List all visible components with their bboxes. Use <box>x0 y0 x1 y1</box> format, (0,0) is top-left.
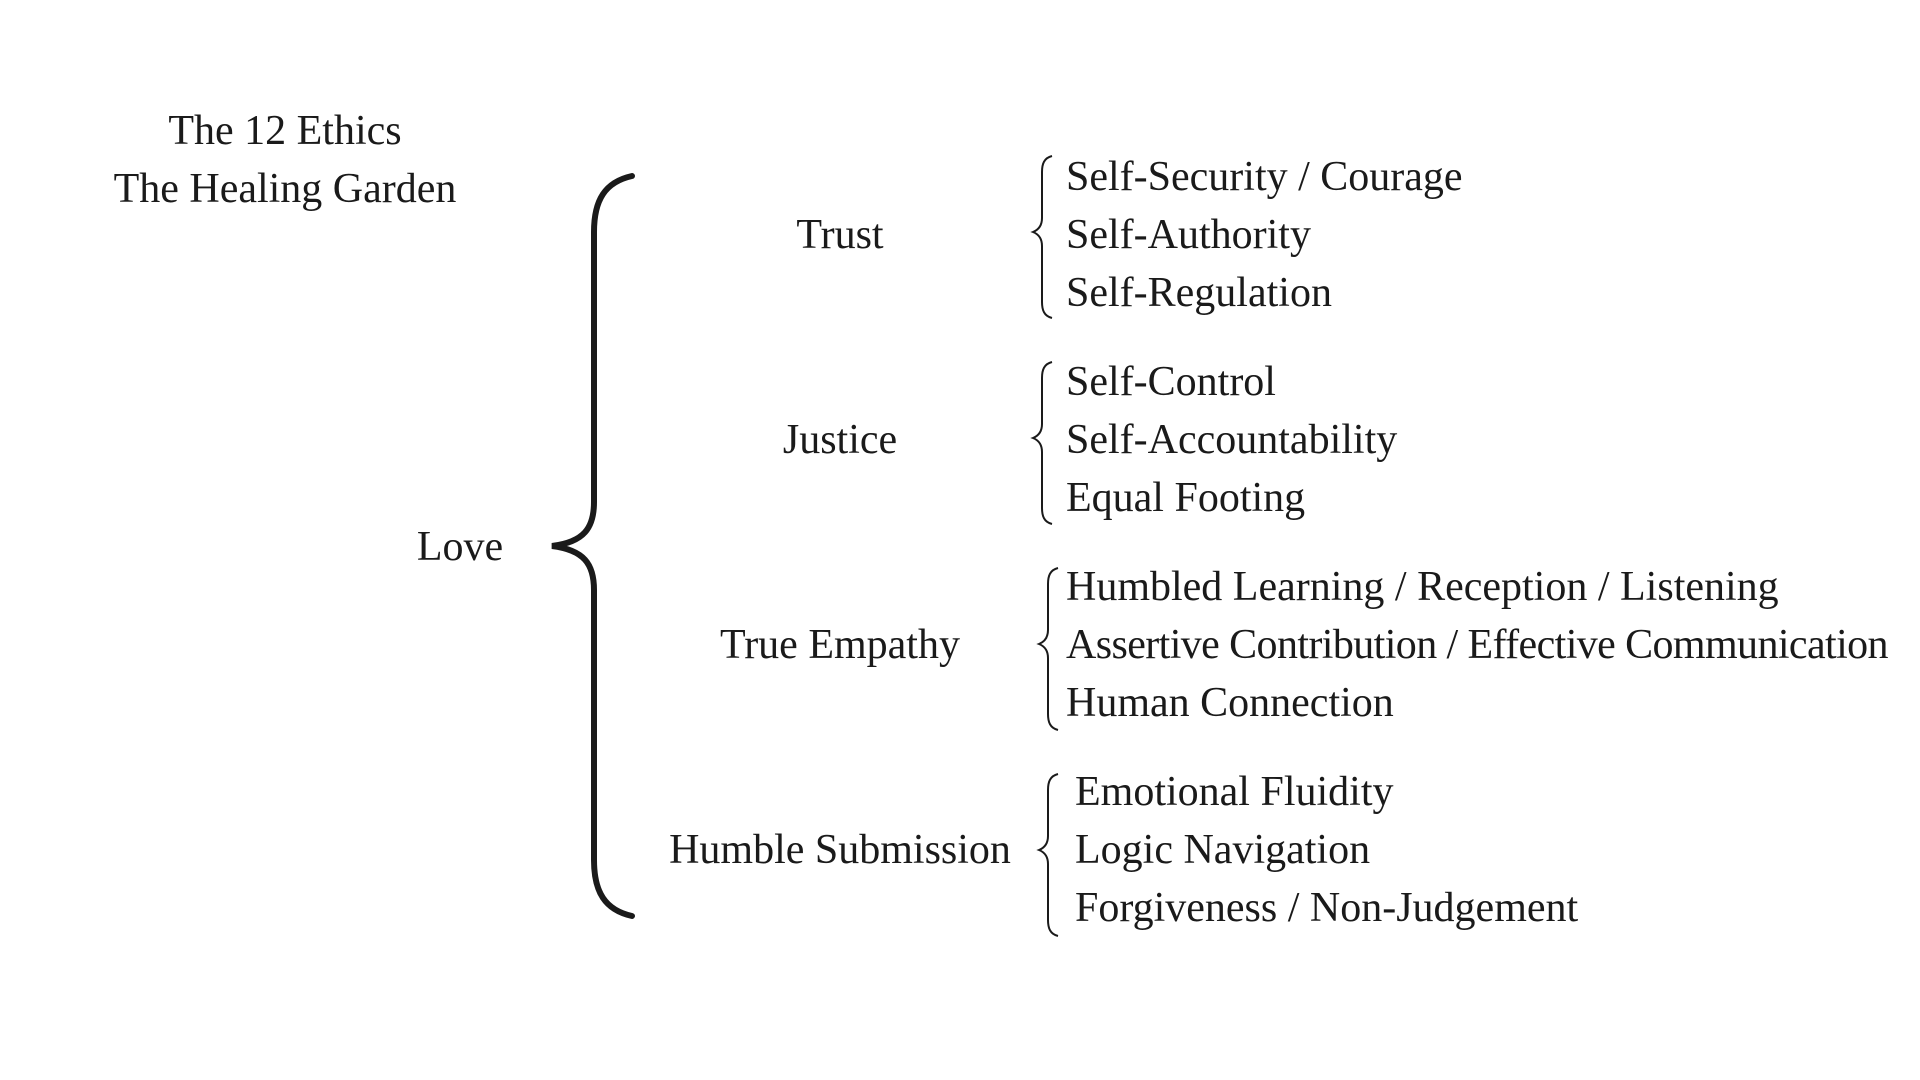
item-self-authority: Self-Authority <box>1066 212 1311 258</box>
title-line-1: The 12 Ethics <box>168 108 402 154</box>
group-label-trust: Trust <box>796 212 884 258</box>
main-brace <box>551 173 635 919</box>
item-logic-navigation: Logic Navigation <box>1075 827 1371 873</box>
item-self-regulation: Self-Regulation <box>1066 270 1332 316</box>
group-label-humble-submission: Humble Submission <box>669 827 1011 873</box>
item-self-security-courage: Self-Security / Courage <box>1066 154 1463 200</box>
group-label-true-empathy: True Empathy <box>720 622 960 668</box>
root-label-love: Love <box>416 524 504 570</box>
item-human-connection: Human Connection <box>1066 680 1394 726</box>
diagram-title: The 12 Ethics The Healing Garden <box>100 102 470 218</box>
title-line-2: The Healing Garden <box>113 166 457 212</box>
item-equal-footing: Equal Footing <box>1066 475 1306 521</box>
item-self-control: Self-Control <box>1066 359 1276 405</box>
item-humbled-learning: Humbled Learning / Reception / Listening <box>1066 564 1779 610</box>
item-self-accountability: Self-Accountability <box>1066 417 1398 463</box>
item-emotional-fluidity: Emotional Fluidity <box>1075 769 1394 815</box>
brace-true-empathy <box>1036 567 1059 731</box>
brace-justice <box>1030 361 1053 525</box>
item-assertive-contribution: Assertive Contribution / Effective Commu… <box>1066 622 1889 668</box>
group-label-justice: Justice <box>782 417 898 463</box>
brace-humble-submission <box>1036 773 1059 937</box>
brace-trust <box>1030 155 1053 319</box>
item-forgiveness-non-judgement: Forgiveness / Non-Judgement <box>1075 885 1579 931</box>
